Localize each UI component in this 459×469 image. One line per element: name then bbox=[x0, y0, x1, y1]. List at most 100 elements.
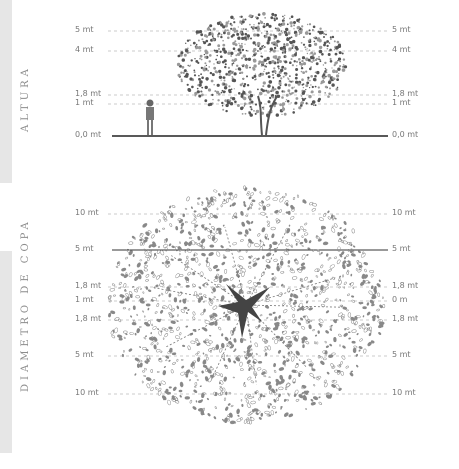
foliage-leaf bbox=[204, 206, 208, 209]
foliage-dot bbox=[259, 91, 263, 96]
foliage-dot bbox=[227, 36, 230, 40]
foliage-leaf bbox=[211, 196, 217, 200]
foliage-dot bbox=[293, 108, 295, 110]
foliage-dot bbox=[195, 92, 198, 95]
foliage-leaf bbox=[153, 252, 157, 256]
foliage-leaf bbox=[283, 412, 289, 417]
foliage-leaf bbox=[168, 293, 172, 298]
foliage-leaf bbox=[182, 344, 186, 347]
foliage-dot bbox=[246, 34, 250, 38]
foliage-leaf bbox=[166, 286, 171, 291]
plan-level-label-left: 5 mt bbox=[75, 244, 94, 253]
foliage-dot bbox=[313, 52, 317, 55]
foliage-dot bbox=[289, 61, 292, 64]
foliage-dot bbox=[240, 93, 244, 96]
foliage-dot bbox=[208, 66, 210, 68]
foliage-leaf bbox=[209, 213, 214, 218]
foliage-leaf bbox=[309, 201, 314, 206]
foliage-dot bbox=[234, 100, 237, 104]
foliage-leaf bbox=[238, 269, 242, 275]
foliage-leaf bbox=[272, 311, 276, 315]
foliage-dot bbox=[290, 25, 293, 28]
foliage-leaf bbox=[124, 289, 127, 292]
foliage-dot bbox=[237, 52, 241, 56]
foliage-leaf bbox=[161, 327, 166, 331]
foliage-dot bbox=[327, 95, 330, 98]
foliage-leaf bbox=[220, 245, 224, 249]
foliage-leaf bbox=[307, 358, 312, 363]
foliage-leaf bbox=[332, 215, 336, 218]
foliage-dot bbox=[281, 22, 286, 26]
foliage-leaf bbox=[289, 298, 293, 302]
foliage-dot bbox=[244, 32, 248, 36]
foliage-leaf bbox=[142, 370, 146, 373]
foliage-dot bbox=[230, 55, 233, 57]
foliage-dot bbox=[331, 83, 335, 87]
foliage-leaf bbox=[339, 227, 342, 230]
foliage-leaf bbox=[193, 228, 196, 233]
foliage-dot bbox=[263, 23, 266, 25]
foliage-leaf bbox=[352, 347, 357, 354]
foliage-leaf bbox=[319, 356, 323, 359]
foliage-leaf bbox=[226, 315, 231, 321]
foliage-leaf bbox=[220, 391, 223, 396]
foliage-dot bbox=[250, 100, 254, 104]
foliage-dot bbox=[295, 68, 299, 71]
foliage-dot bbox=[288, 37, 291, 40]
foliage-dot bbox=[338, 72, 340, 75]
foliage-dot bbox=[241, 20, 245, 24]
foliage-leaf bbox=[216, 273, 220, 279]
foliage-leaf bbox=[292, 318, 296, 324]
foliage-leaf bbox=[265, 296, 269, 300]
foliage-leaf bbox=[111, 334, 116, 339]
foliage-dot bbox=[338, 43, 341, 47]
foliage-leaf bbox=[202, 352, 205, 355]
foliage-leaf bbox=[139, 259, 143, 262]
foliage-dot bbox=[189, 51, 191, 54]
foliage-dot bbox=[204, 99, 208, 103]
foliage-leaf bbox=[209, 244, 215, 248]
foliage-leaf bbox=[329, 264, 335, 269]
foliage-dot bbox=[313, 104, 315, 106]
foliage-leaf bbox=[269, 244, 272, 249]
foliage-leaf bbox=[313, 376, 315, 379]
foliage-leaf bbox=[331, 276, 335, 280]
foliage-dot bbox=[273, 104, 276, 108]
foliage-leaf bbox=[327, 258, 330, 261]
foliage-leaf bbox=[318, 401, 323, 405]
foliage-dot bbox=[315, 57, 319, 60]
foliage-leaf bbox=[287, 210, 291, 215]
foliage-leaf bbox=[329, 343, 333, 347]
foliage-leaf bbox=[212, 312, 218, 317]
foliage-leaf bbox=[303, 306, 308, 310]
foliage-dot bbox=[293, 28, 295, 30]
foliage-leaf bbox=[302, 361, 306, 365]
foliage-leaf bbox=[248, 396, 253, 400]
foliage-dot bbox=[276, 94, 281, 99]
foliage-dot bbox=[302, 98, 305, 102]
foliage-leaf bbox=[139, 326, 142, 328]
foliage-dot bbox=[216, 83, 220, 87]
foliage-dot bbox=[300, 67, 304, 70]
foliage-leaf bbox=[311, 202, 317, 207]
foliage-dot bbox=[233, 88, 235, 90]
foliage-dot bbox=[329, 57, 332, 61]
foliage-leaf bbox=[247, 345, 252, 350]
foliage-leaf bbox=[256, 257, 260, 261]
foliage-dot bbox=[275, 17, 279, 20]
foliage-leaf bbox=[300, 262, 305, 267]
foliage-leaf bbox=[194, 382, 198, 386]
foliage-leaf bbox=[303, 232, 309, 236]
foliage-leaf bbox=[193, 389, 198, 394]
foliage-dot bbox=[300, 42, 303, 44]
foliage-leaf bbox=[197, 235, 201, 241]
foliage-leaf bbox=[305, 340, 310, 345]
foliage-dot bbox=[201, 91, 203, 93]
foliage-dot bbox=[262, 108, 265, 110]
plan-level-label-left: 1,8 mt bbox=[75, 314, 102, 323]
branch-line bbox=[245, 232, 286, 306]
foliage-leaf bbox=[123, 283, 127, 288]
foliage-dot bbox=[222, 90, 226, 94]
foliage-dot bbox=[277, 65, 280, 68]
foliage-dot bbox=[210, 79, 214, 83]
